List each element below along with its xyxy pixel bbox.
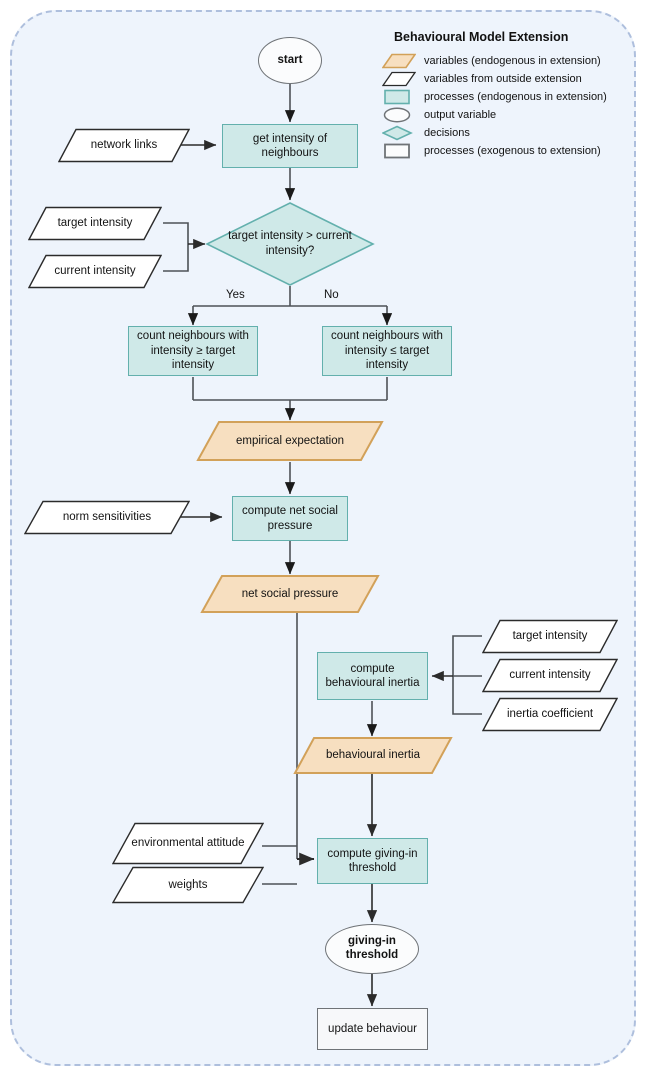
legend-item-processes-endogenous: processes (endogenous in extension) bbox=[382, 89, 622, 105]
legend-item-label: processes (endogenous in extension) bbox=[424, 91, 607, 103]
node-current-intensity-right-label: current intensity bbox=[509, 669, 591, 682]
node-environmental-attitude[interactable]: environmental attitude bbox=[112, 822, 264, 865]
node-net-social-pressure-label: net social pressure bbox=[241, 587, 339, 600]
parallelogram-white-icon bbox=[28, 254, 162, 289]
diamond-teal-icon bbox=[382, 125, 416, 141]
parallelogram-orange-icon bbox=[293, 737, 453, 774]
node-weights-label: weights bbox=[168, 878, 208, 891]
node-current-intensity-left-label: current intensity bbox=[54, 265, 136, 278]
node-compute-net-social-pressure-label: compute net social pressure bbox=[242, 505, 338, 532]
node-weights[interactable]: weights bbox=[112, 866, 264, 904]
diamond-teal-icon bbox=[205, 202, 375, 286]
node-behavioural-inertia-label: behavioural inertia bbox=[326, 749, 420, 762]
parallelogram-white-icon bbox=[112, 822, 264, 865]
node-net-social-pressure[interactable]: net social pressure bbox=[200, 574, 380, 614]
node-target-intensity-left-label: target intensity bbox=[57, 217, 133, 230]
node-compute-net-social-pressure[interactable]: compute net social pressure bbox=[232, 496, 348, 541]
node-giving-in-threshold[interactable]: giving-in threshold bbox=[325, 924, 419, 974]
parallelogram-white-icon bbox=[382, 71, 416, 87]
parallelogram-orange-icon bbox=[382, 53, 416, 69]
parallelogram-white-icon bbox=[24, 500, 190, 535]
node-count-neighbours-le[interactable]: count neighbours with intensity ≤ target… bbox=[322, 326, 452, 376]
node-compute-behavioural-inertia-label: compute behavioural inertia bbox=[325, 662, 420, 689]
node-behavioural-inertia[interactable]: behavioural inertia bbox=[293, 736, 453, 775]
node-current-intensity-right[interactable]: current intensity bbox=[482, 658, 618, 693]
legend-item-label: variables from outside extension bbox=[424, 73, 582, 85]
node-giving-in-threshold-label: giving-in threshold bbox=[345, 935, 399, 961]
node-network-links-label: network links bbox=[90, 139, 158, 152]
node-get-intensity-of-neighbours-label: get intensity of neighbours bbox=[252, 132, 328, 159]
legend-item-variables-endogenous: variables (endogenous in extension) bbox=[382, 53, 622, 69]
node-get-intensity-of-neighbours[interactable]: get intensity of neighbours bbox=[222, 124, 358, 168]
legend-item-label: variables (endogenous in extension) bbox=[424, 55, 601, 67]
parallelogram-orange-icon bbox=[200, 575, 380, 613]
node-empirical-expectation-label: empirical expectation bbox=[235, 434, 345, 447]
node-target-intensity-left[interactable]: target intensity bbox=[28, 206, 162, 241]
node-norm-sensitivities-label: norm sensitivities bbox=[62, 511, 152, 524]
node-target-intensity-right-label: target intensity bbox=[512, 630, 588, 643]
node-update-behaviour[interactable]: update behaviour bbox=[317, 1008, 428, 1050]
legend-item-output-variable: output variable bbox=[382, 107, 622, 123]
legend-item-label: output variable bbox=[424, 109, 497, 121]
node-network-links[interactable]: network links bbox=[58, 128, 190, 163]
rectangle-teal-icon bbox=[382, 89, 416, 105]
node-current-intensity-left[interactable]: current intensity bbox=[28, 254, 162, 289]
legend-title: Behavioural Model Extension bbox=[394, 30, 569, 44]
rectangle-grey-icon bbox=[382, 143, 416, 159]
node-inertia-coefficient[interactable]: inertia coefficient bbox=[482, 697, 618, 732]
node-empirical-expectation[interactable]: empirical expectation bbox=[196, 420, 384, 462]
parallelogram-orange-icon bbox=[196, 421, 384, 461]
node-start[interactable]: start bbox=[258, 37, 322, 84]
node-compute-behavioural-inertia[interactable]: compute behavioural inertia bbox=[317, 652, 428, 700]
legend-item-variables-outside: variables from outside extension bbox=[382, 71, 622, 87]
parallelogram-white-icon bbox=[482, 658, 618, 693]
legend-item-label: decisions bbox=[424, 127, 470, 139]
parallelogram-white-icon bbox=[58, 128, 190, 163]
node-target-intensity-right[interactable]: target intensity bbox=[482, 619, 618, 654]
node-norm-sensitivities[interactable]: norm sensitivities bbox=[24, 500, 190, 535]
node-count-neighbours-le-label: count neighbours with intensity ≤ target… bbox=[331, 330, 443, 372]
node-inertia-coefficient-label: inertia coefficient bbox=[506, 708, 594, 721]
parallelogram-white-icon bbox=[28, 206, 162, 241]
node-decision-target-vs-current[interactable]: target intensity > current intensity? bbox=[205, 201, 375, 287]
node-start-label: start bbox=[277, 53, 303, 66]
legend-item-decisions: decisions bbox=[382, 125, 622, 141]
branch-label-no: No bbox=[324, 289, 339, 301]
node-update-behaviour-label: update behaviour bbox=[328, 1022, 417, 1035]
ellipse-icon bbox=[382, 107, 416, 123]
node-compute-giving-in-threshold[interactable]: compute giving-in threshold bbox=[317, 838, 428, 884]
parallelogram-white-icon bbox=[482, 619, 618, 654]
node-count-neighbours-ge[interactable]: count neighbours with intensity ≥ target… bbox=[128, 326, 258, 376]
parallelogram-white-icon bbox=[482, 697, 618, 732]
node-compute-giving-in-threshold-label: compute giving-in threshold bbox=[327, 847, 418, 874]
legend-item-label: processes (exogenous to extension) bbox=[424, 145, 601, 157]
node-decision-label: target intensity > current intensity? bbox=[228, 230, 352, 257]
branch-label-yes: Yes bbox=[226, 289, 245, 301]
parallelogram-white-icon bbox=[112, 866, 264, 904]
node-environmental-attitude-label: environmental attitude bbox=[131, 837, 245, 850]
node-count-neighbours-ge-label: count neighbours with intensity ≥ target… bbox=[137, 330, 249, 372]
legend: Behavioural Model Extension variables (e… bbox=[382, 30, 622, 161]
legend-item-processes-exogenous: processes (exogenous to extension) bbox=[382, 143, 622, 159]
